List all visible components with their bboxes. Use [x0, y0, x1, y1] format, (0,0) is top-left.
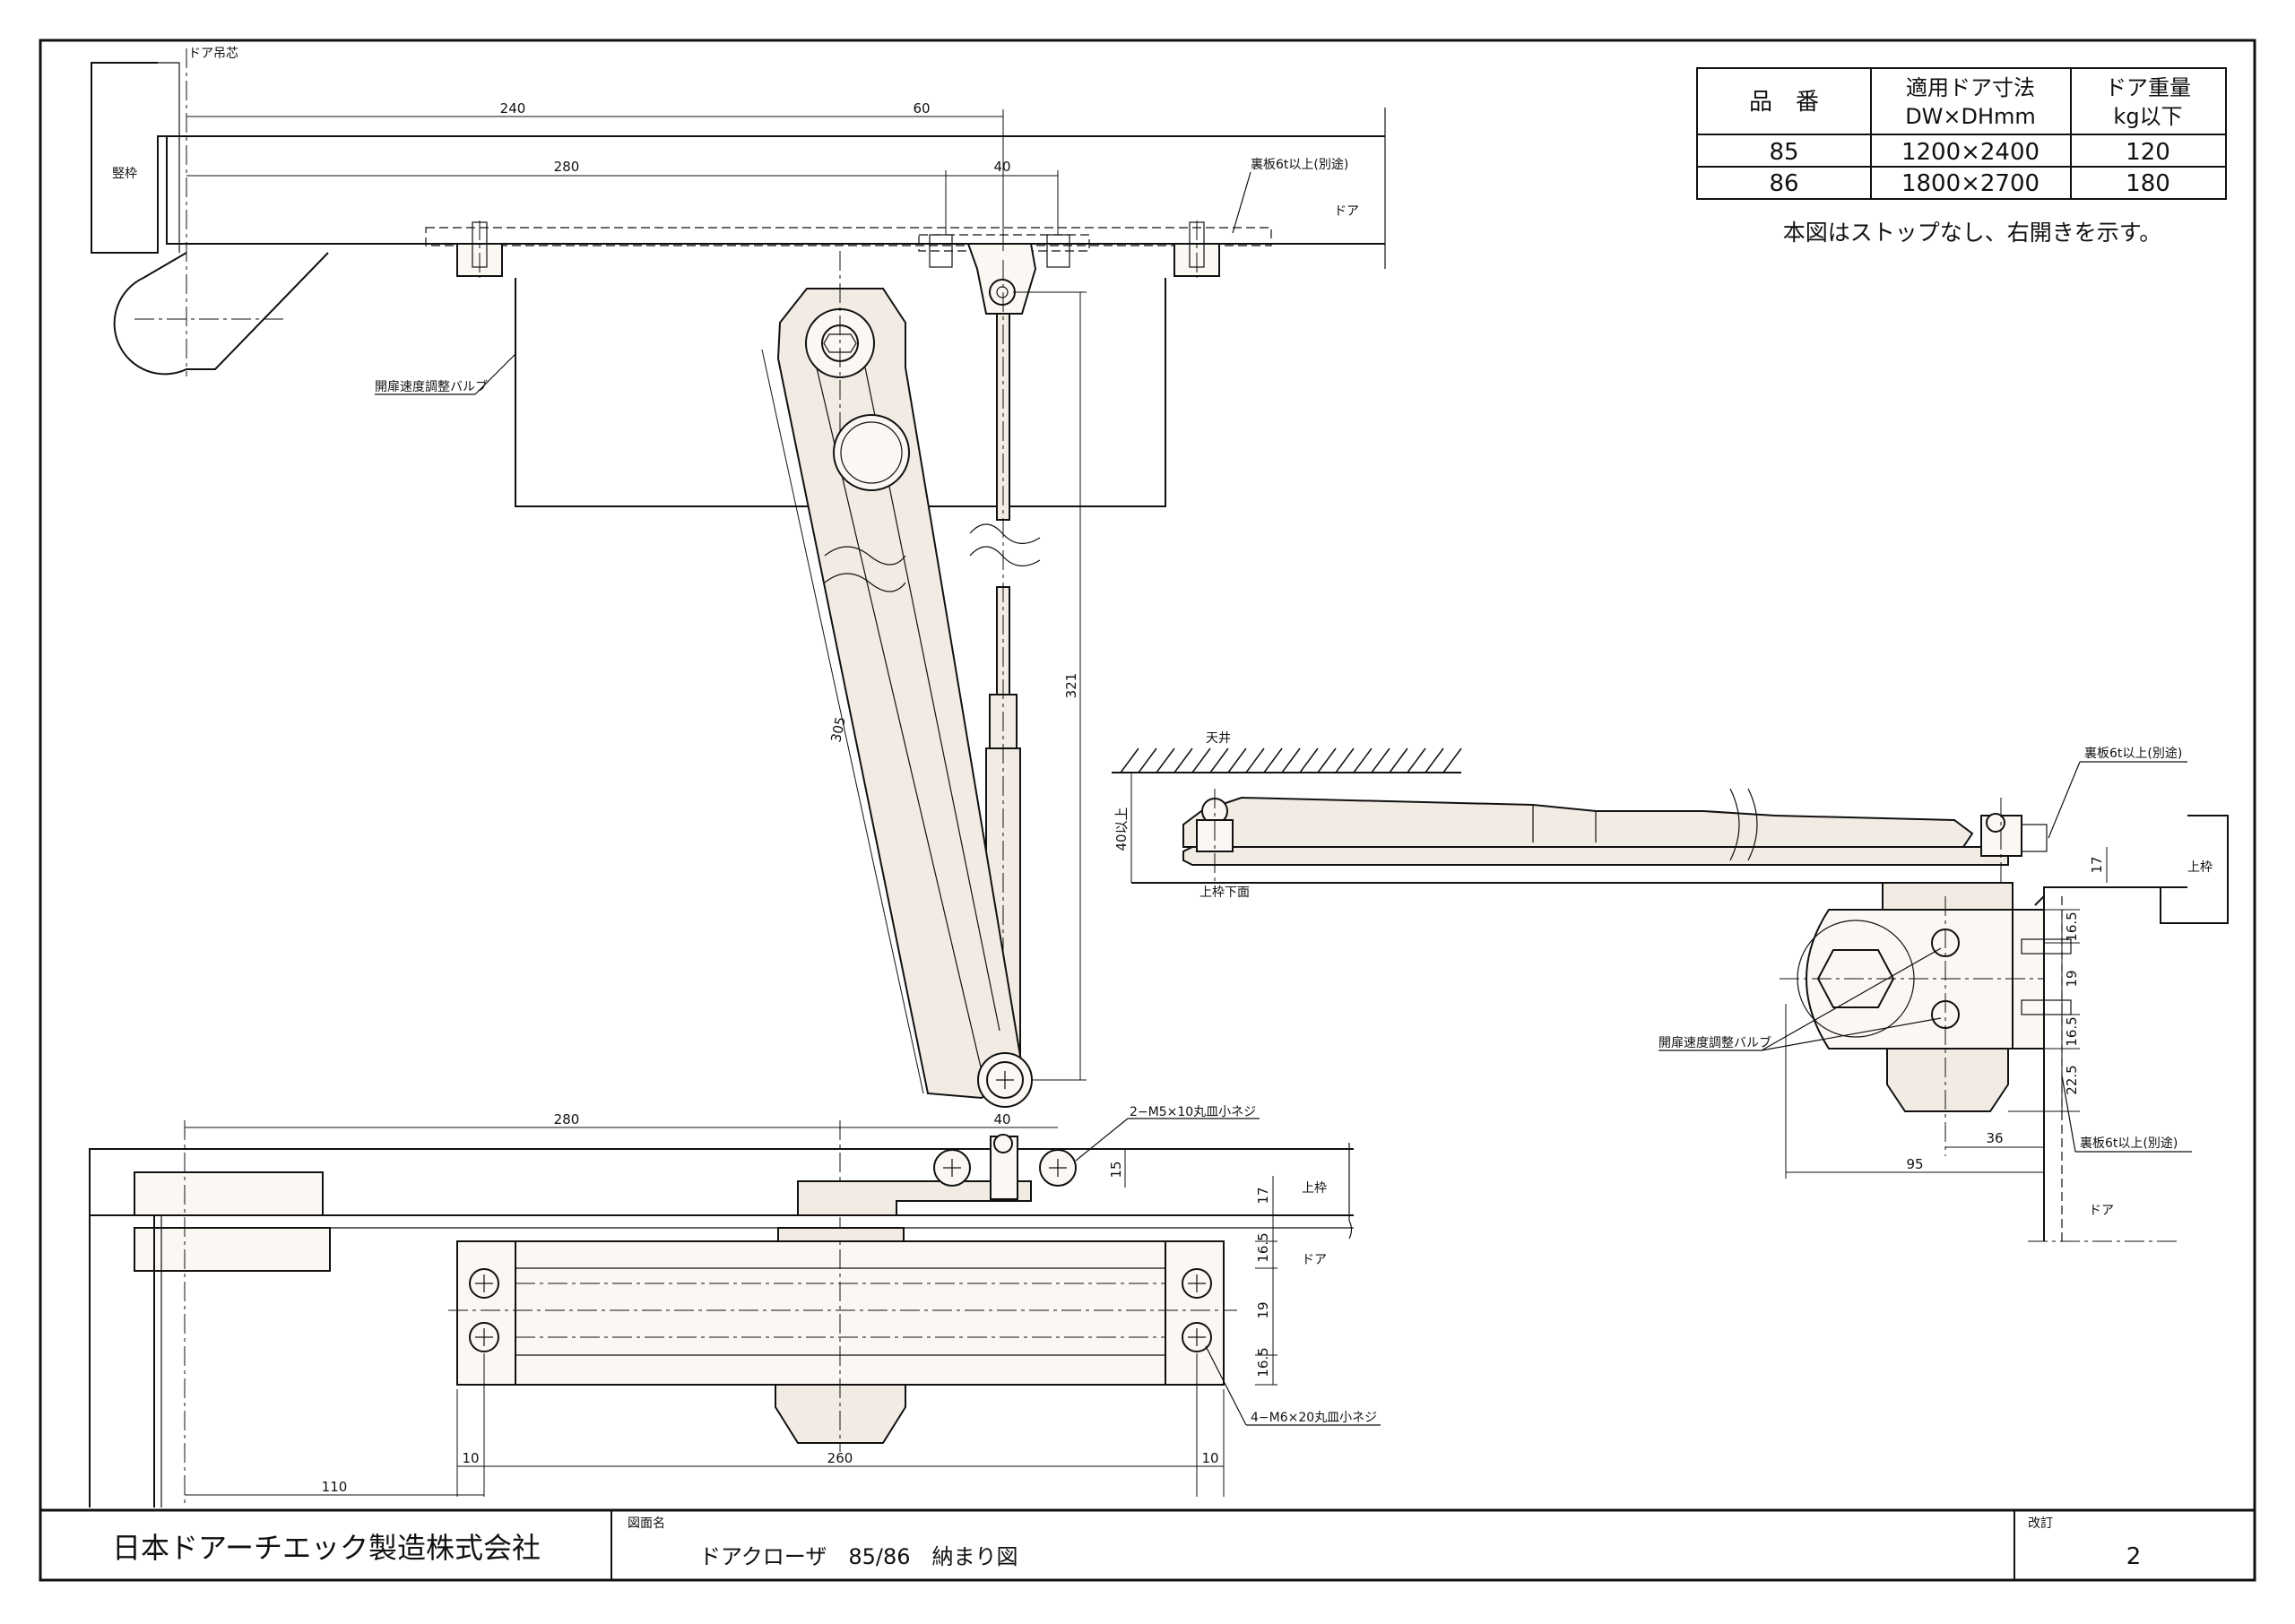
dim-side-22-5: 22.5 — [2064, 1065, 2080, 1094]
label-valve-top: 開扉速度調整バルブ — [375, 379, 488, 394]
dim-side-16-5b: 16.5 — [2064, 1016, 2080, 1046]
dim-front-10a: 10 — [462, 1450, 479, 1466]
spec-row-85-size: 1200×2400 — [1901, 139, 2040, 166]
front-screw-4 — [1182, 1322, 1212, 1352]
label-door-front: ドア — [1302, 1253, 1327, 1267]
label-backing-plate-side-top: 裏板6t以上(別途) — [2084, 746, 2182, 761]
bracket-screw-right — [1039, 1149, 1077, 1187]
spec-header-model: 品 番 — [1749, 89, 1819, 116]
dim-top-60: 60 — [913, 100, 930, 117]
dim-side-95: 95 — [1906, 1156, 1923, 1172]
spec-header-weight-line2: kg以下 — [2113, 104, 2182, 129]
dim-front-15: 15 — [1108, 1161, 1124, 1178]
dim-front-16-5b: 16.5 — [1255, 1347, 1271, 1377]
drawing-border — [39, 39, 2256, 1582]
label-backing-plate-top: 裏板6t以上(別途) — [1251, 157, 1348, 172]
dim-arm-305: 305 — [827, 715, 849, 744]
spec-row-86-size: 1800×2700 — [1901, 170, 2040, 197]
label-backing-plate-side-bottom: 裏板6t以上(別途) — [2080, 1136, 2178, 1151]
dim-side-19: 19 — [2064, 970, 2080, 987]
dim-front-19: 19 — [1255, 1301, 1271, 1318]
dim-top-240: 240 — [500, 100, 526, 117]
drawing-name-label: 図面名 — [628, 1516, 665, 1531]
dim-front-17: 17 — [1255, 1187, 1271, 1204]
label-upper-frame-front: 上枠 — [1302, 1181, 1327, 1196]
dim-front-40: 40 — [993, 1111, 1010, 1127]
revision-number: 2 — [2126, 1543, 2142, 1570]
label-ceiling: 天井 — [1206, 731, 1231, 746]
spec-row-86-model: 86 — [1769, 170, 1798, 197]
dim-top-280: 280 — [554, 159, 580, 175]
spec-table: 品 番 適用ドア寸法 DW×DHmm ドア重量 kg以下 85 1200×240… — [1696, 67, 2227, 200]
label-door-top: ドア — [1334, 204, 1359, 219]
spec-header-size-line2: DW×DHmm — [1905, 104, 2036, 129]
spec-row-85-weight: 120 — [2126, 139, 2170, 166]
dim-front-260: 260 — [827, 1450, 853, 1466]
drawing-note: 本図はストップなし、右開きを示す。 — [1783, 220, 2162, 246]
dim-front-280: 280 — [554, 1111, 580, 1127]
plan-view: 竪枠 ドア吊芯 ドア 裏板6t以上(別途) — [91, 47, 1386, 1108]
dim-side-17: 17 — [2089, 856, 2105, 873]
label-screw-m5: 2−M5×10丸皿小ネジ — [1130, 1105, 1256, 1119]
front-screw-2 — [469, 1322, 499, 1352]
front-screw-1 — [469, 1268, 499, 1299]
label-door-hinge: ドア吊芯 — [188, 47, 238, 61]
front-view: 上枠 ドア 2−M5×10丸皿小ネジ 4−M6 — [89, 1105, 1381, 1507]
label-door-side: ドア — [2089, 1204, 2114, 1218]
label-upper-frame-side: 上枠 — [2187, 860, 2213, 875]
dim-top-40: 40 — [993, 159, 1010, 175]
spec-header-weight-line1: ドア重量 — [2105, 75, 2191, 100]
label-valve-side: 開扉速度調整バルブ — [1658, 1035, 1771, 1050]
revision-label: 改訂 — [2028, 1516, 2053, 1531]
dim-side-40: 40以上 — [1113, 807, 1130, 851]
dim-side-36: 36 — [1986, 1130, 2003, 1146]
dim-front-10b: 10 — [1201, 1450, 1218, 1466]
spec-row-86-weight: 180 — [2126, 170, 2170, 197]
label-vertical-frame: 竪枠 — [112, 167, 137, 181]
dim-rod-321: 321 — [1063, 673, 1079, 699]
drawing-name: ドアクローザ 85/86 納まり図 — [699, 1544, 1018, 1569]
spec-header-size-line1: 適用ドア寸法 — [1906, 75, 2035, 100]
front-screw-3 — [1182, 1268, 1212, 1299]
company-name: 日本ドアーチエック製造株式会社 — [112, 1531, 541, 1565]
dim-front-110: 110 — [322, 1479, 348, 1495]
spec-row-85-model: 85 — [1769, 139, 1798, 166]
dim-front-16-5a: 16.5 — [1255, 1232, 1271, 1262]
dim-side-16-5a: 16.5 — [2064, 911, 2080, 941]
side-view: 天井 上枠下面 上枠 裏板6t以上(別途) — [1112, 731, 2229, 1242]
label-screw-m6: 4−M6×20丸皿小ネジ — [1251, 1411, 1377, 1425]
label-upper-frame-bottom: 上枠下面 — [1199, 885, 1250, 900]
bracket-screw-left — [933, 1149, 971, 1187]
